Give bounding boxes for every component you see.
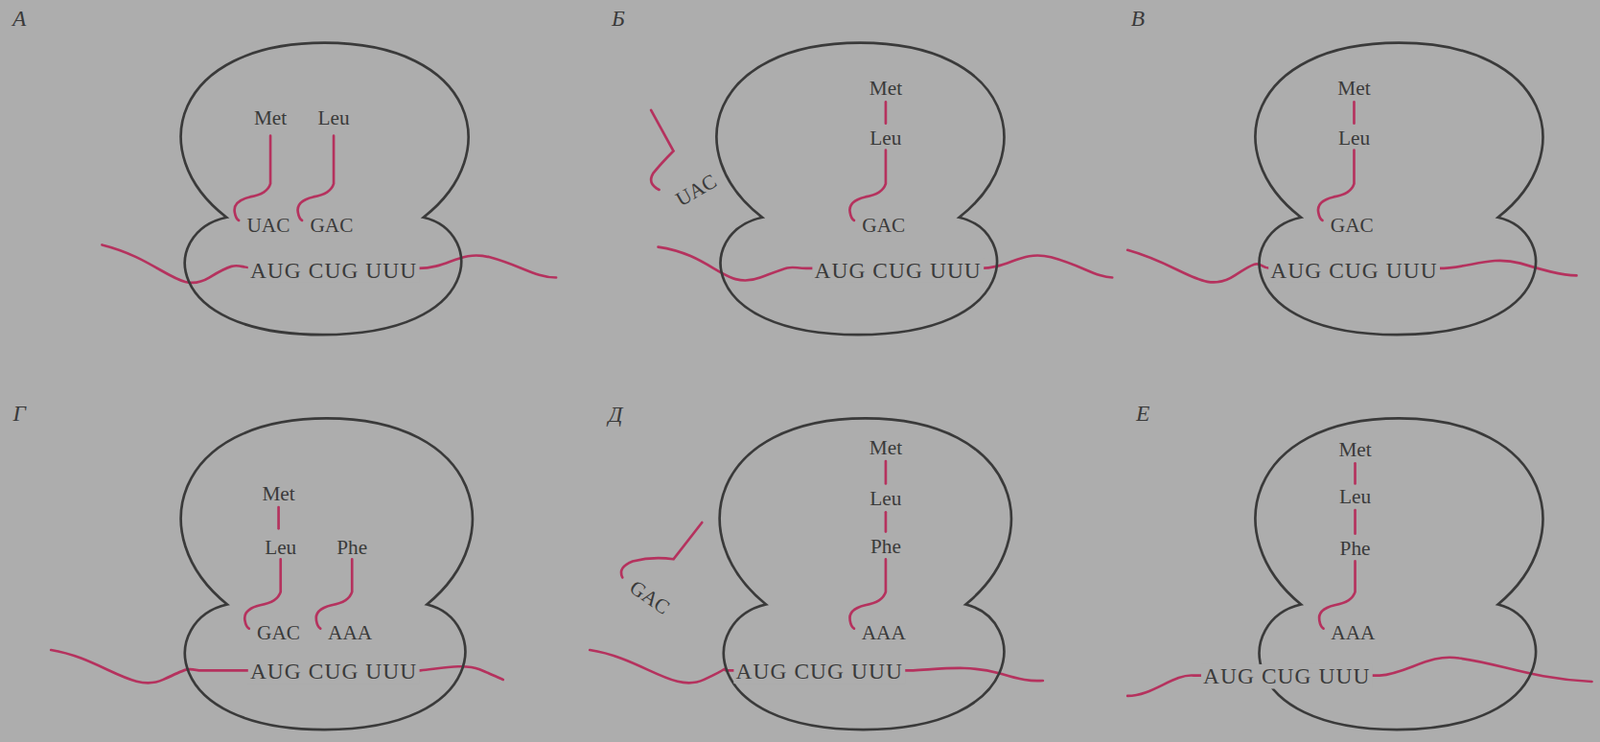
- mrna-codons: AUG CUG UUU: [811, 257, 984, 283]
- anticodon: GAC: [861, 214, 905, 235]
- free-anticodon: UAC: [672, 170, 720, 210]
- panel-letter: Е: [1136, 401, 1150, 424]
- mrna-strand: [101, 244, 557, 282]
- trna: [234, 136, 271, 221]
- amino-acid: Met: [261, 482, 295, 503]
- anticodon: GAC: [1330, 214, 1374, 235]
- amino-acid: Leu: [1339, 486, 1371, 507]
- peptide-bond: [884, 461, 888, 484]
- free-trna: [621, 522, 702, 578]
- ribosome-outline-path: [719, 417, 1012, 730]
- ribosome-outline: [1252, 43, 1542, 335]
- free-trna: [650, 110, 673, 190]
- panel-letter: В: [1131, 6, 1145, 29]
- peptide-bond: [1353, 463, 1357, 484]
- anticodon: AAA: [327, 622, 372, 643]
- ribosome: MetLeu PheGAC AAA AUG CUG UUU: [178, 417, 471, 730]
- free-anticodon: GAC: [626, 576, 674, 618]
- mrna-codons: AUG CUG UUU: [733, 659, 905, 685]
- anticodon: UAC: [246, 214, 290, 235]
- ribosome-outline-path: [716, 43, 1004, 335]
- peptide-bond: [884, 511, 888, 532]
- amino-acid: Phe: [336, 536, 368, 557]
- peptide-bond: [1352, 101, 1356, 123]
- mrna-strand: [1127, 250, 1577, 283]
- mrna-codons: AUG CUG UUU: [1268, 257, 1440, 283]
- amino-acid: Leu: [869, 487, 902, 509]
- trna: [316, 558, 352, 628]
- mrna-strand: [50, 649, 504, 683]
- ribosome-outline-path: [1255, 43, 1544, 335]
- ribosome-outline: [714, 43, 1003, 335]
- mrna-strand: [1127, 657, 1592, 696]
- panel-letter: А: [12, 6, 26, 29]
- mrna-codons: AUG CUG UUU: [248, 659, 420, 685]
- panel-letter: Г: [13, 401, 26, 424]
- ribosome-outline-path: [181, 43, 469, 335]
- trna: [244, 558, 280, 628]
- peptide-bond: [277, 507, 280, 529]
- anticodon: AAA: [861, 622, 906, 643]
- trna: [1318, 149, 1354, 220]
- ribosome: MetLeuPheAAA AUG CUG UUU: [717, 417, 1010, 730]
- amino-acid: Leu: [264, 536, 297, 557]
- amino-acid: Met: [1338, 439, 1371, 460]
- anticodon: AAA: [1330, 622, 1375, 643]
- anticodon: GAC: [309, 214, 353, 235]
- mrna-codons: AUG CUG UUU: [248, 257, 420, 283]
- amino-acid: Leu: [318, 107, 350, 128]
- amino-acid: Leu: [869, 127, 902, 148]
- panel-letter: Д: [607, 402, 623, 425]
- ribosome-outline: [178, 43, 467, 335]
- ribosome: MetLeuGAC AUG CUG UUU: [1252, 43, 1542, 335]
- ribosome: MetLeuPheAAAAUG CUG UUU: [1252, 417, 1542, 730]
- amino-acid: Phe: [870, 535, 902, 557]
- amino-acid: Met: [869, 77, 903, 98]
- peptide-bond: [1353, 510, 1357, 534]
- trna: [849, 149, 885, 220]
- trna: [849, 558, 885, 628]
- amino-acid: Phe: [1340, 537, 1371, 558]
- peptide-bond: [884, 101, 888, 123]
- anticodon: GAC: [256, 622, 301, 643]
- amino-acid: Met: [254, 107, 287, 128]
- amino-acid: Leu: [1338, 127, 1370, 148]
- ribosome: Met LeuUAC GAC AUG CUG UUU: [178, 43, 467, 335]
- amino-acid: Met: [1337, 77, 1370, 98]
- mrna-strand: [589, 649, 1044, 683]
- panel-letter: Б: [611, 6, 626, 29]
- trna: [1319, 560, 1355, 628]
- mrna-codons: AUG CUG UUU: [1201, 664, 1373, 690]
- ribosome-outline-path: [181, 417, 473, 730]
- amino-acid: Met: [869, 437, 903, 458]
- ribosome: MetLeuGAC AUG CUG UUU: [714, 43, 1003, 335]
- trna: [298, 136, 334, 221]
